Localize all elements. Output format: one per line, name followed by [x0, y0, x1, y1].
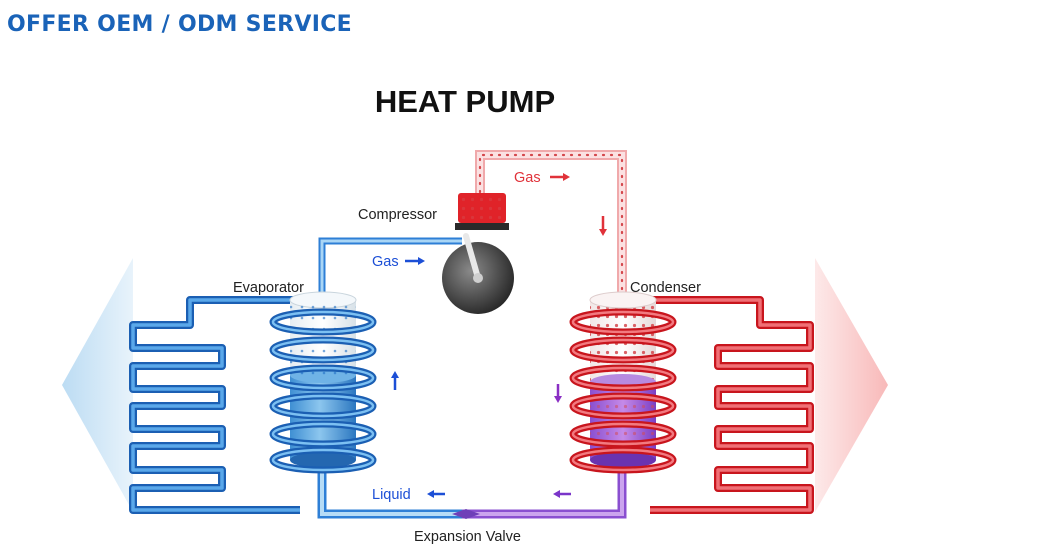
flow-arrow-liquid-left-blue — [427, 490, 445, 498]
evaporator-serpentine-coil — [129, 296, 300, 514]
expansion-valve-label: Expansion Valve — [414, 529, 521, 545]
heat-pump-diagram: HEAT PUMP — [0, 60, 1052, 558]
condenser-serpentine-coil — [650, 296, 814, 514]
diagram-title: HEAT PUMP — [375, 84, 555, 119]
liquid-label: Liquid — [372, 487, 411, 503]
evaporator-label: Evaporator — [233, 280, 304, 296]
expansion-valve — [452, 509, 480, 519]
condenser-label: Condenser — [630, 280, 701, 296]
gas-hot-label: Gas — [514, 170, 541, 186]
flow-arrow-condenser-down — [554, 384, 562, 403]
flow-arrow-hot-down — [599, 216, 607, 236]
evaporator-tank — [269, 291, 377, 474]
compressor-label: Compressor — [358, 207, 437, 223]
flow-arrow-evaporator-up — [391, 371, 399, 390]
hot-gas-pipe — [475, 150, 627, 302]
flow-arrow-hot-gas — [550, 173, 570, 181]
condenser-tank — [569, 291, 677, 474]
gas-cold-label: Gas — [372, 254, 399, 270]
flow-arrow-cold-gas — [405, 257, 425, 265]
page-heading: OFFER OEM / ODM SERVICE — [7, 12, 352, 37]
cold-air-out-arrow-icon — [62, 258, 133, 512]
flow-arrow-liquid-left-purple — [553, 490, 571, 498]
cold-gas-pipe — [318, 237, 462, 298]
hot-air-out-arrow-icon — [815, 258, 888, 512]
compressor — [442, 193, 514, 314]
